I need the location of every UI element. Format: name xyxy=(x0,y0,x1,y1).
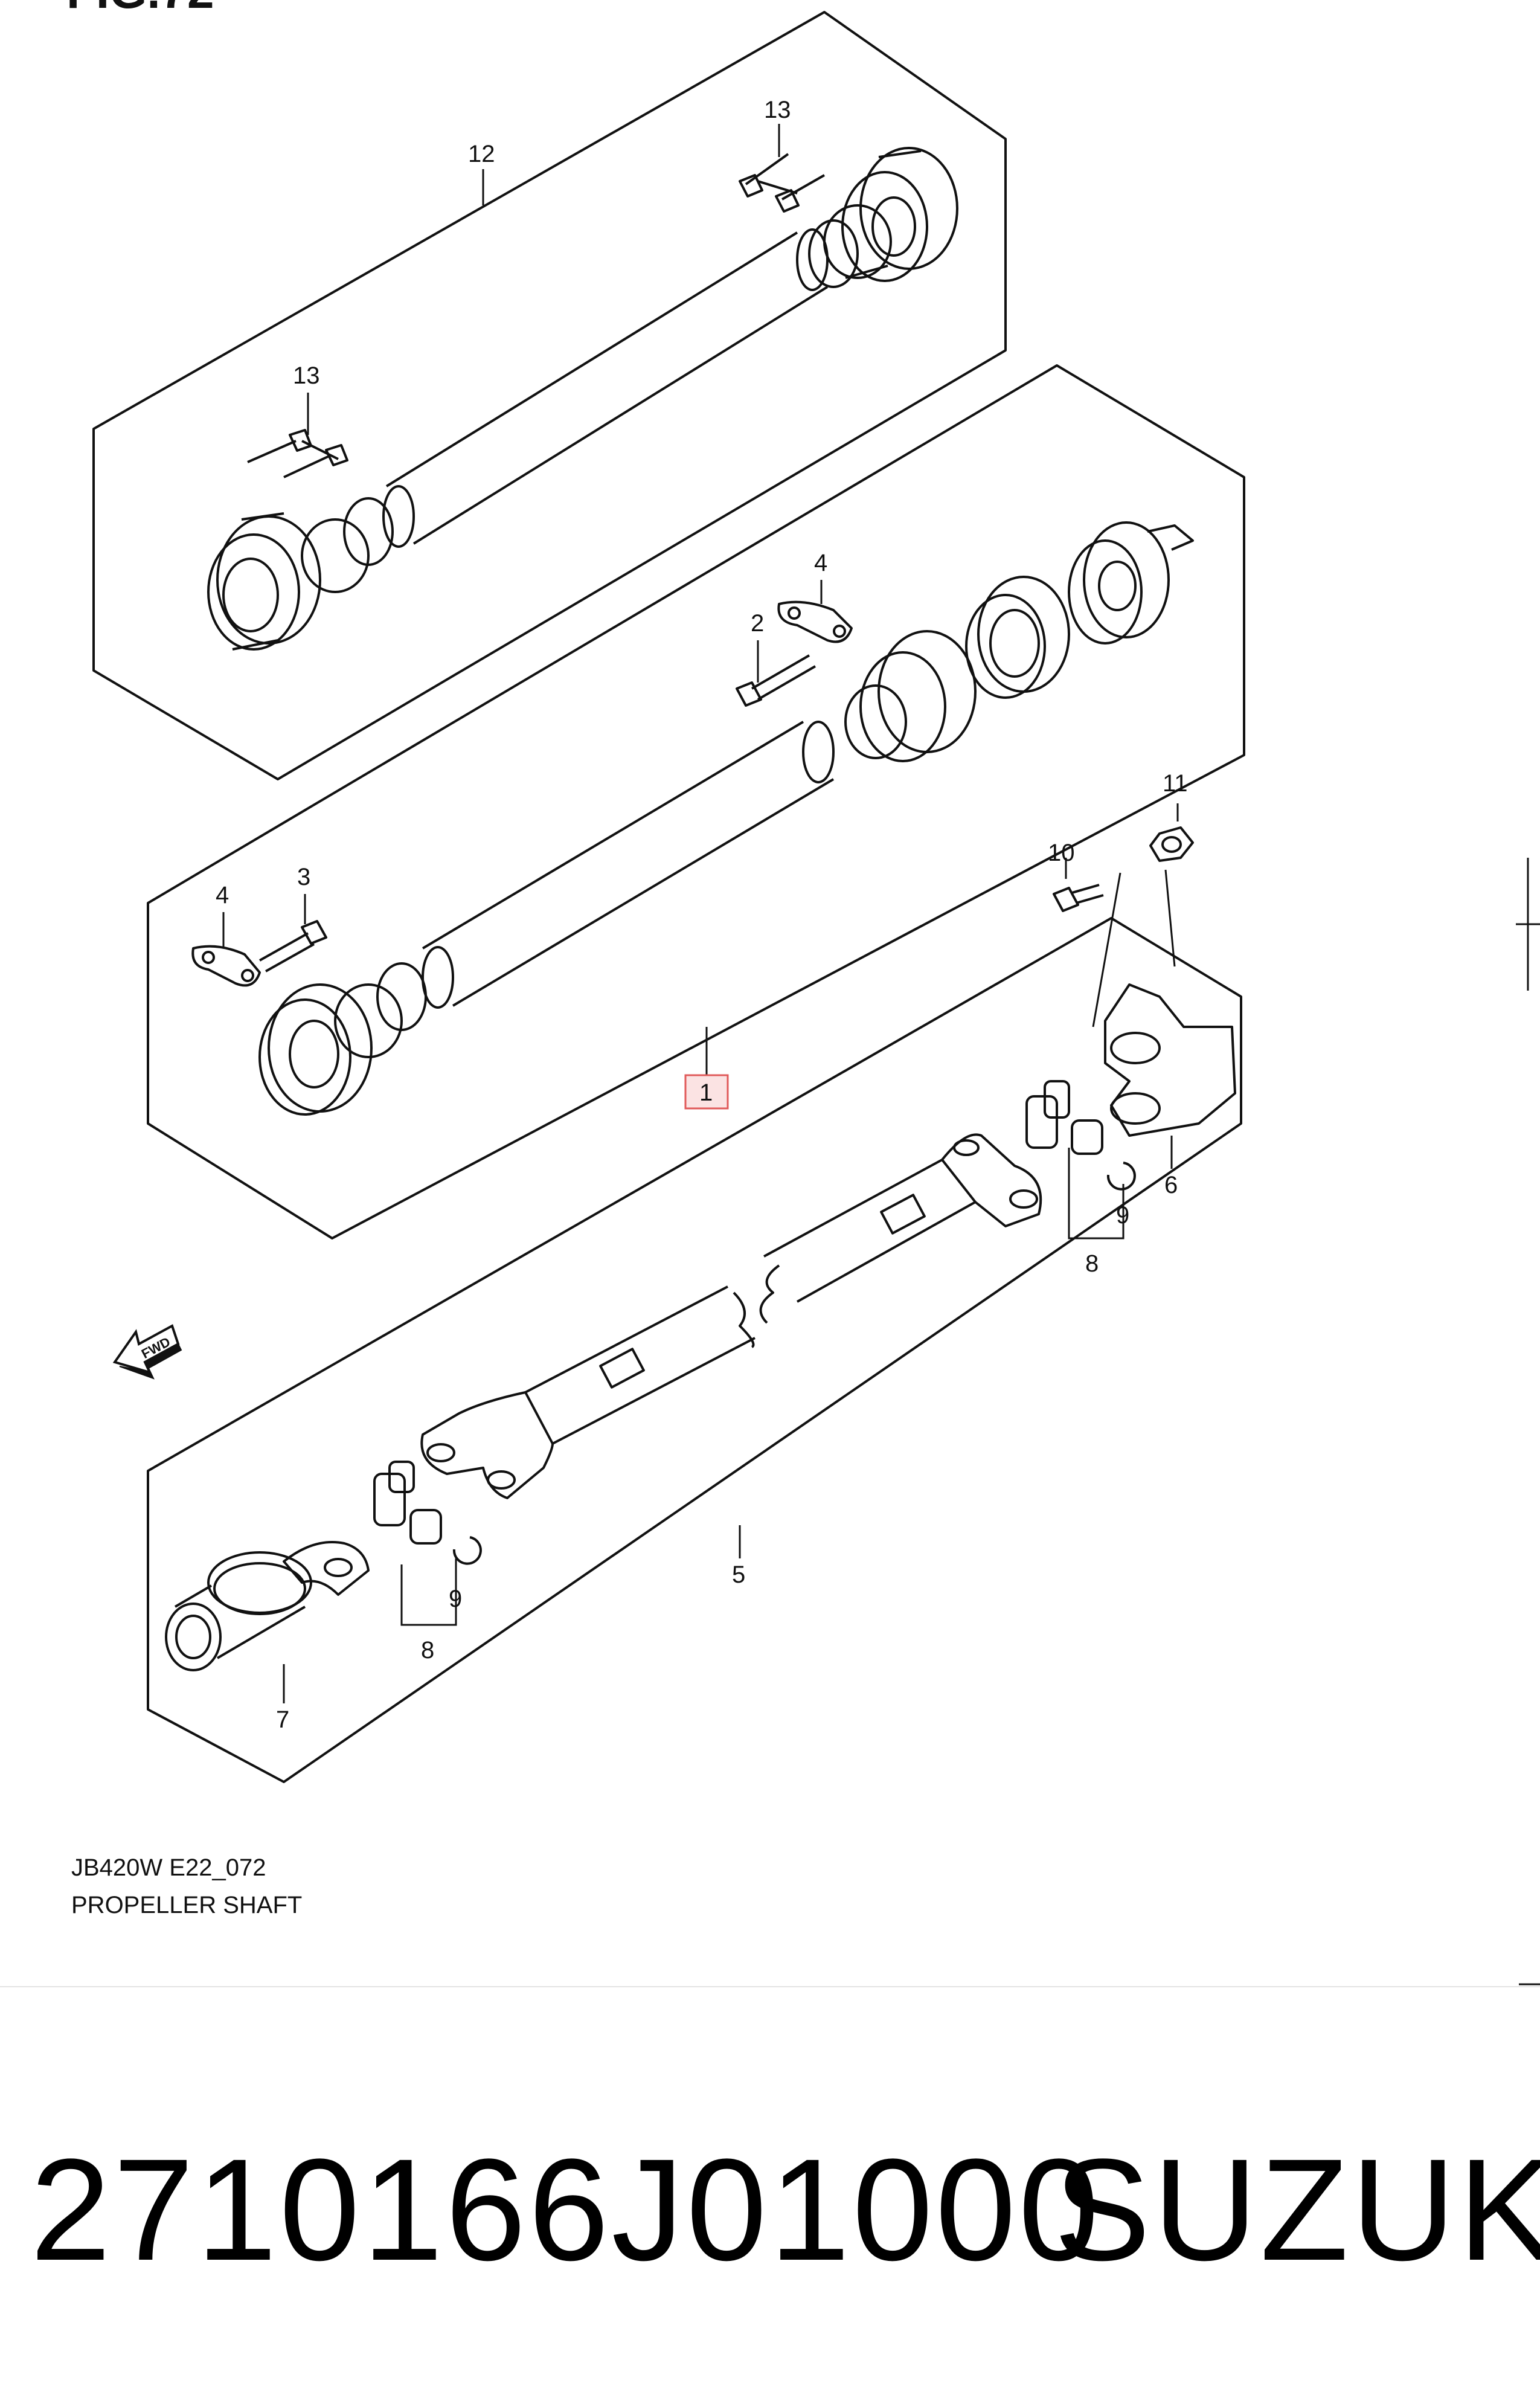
lock-plate-4-left xyxy=(191,945,261,987)
nut-11 xyxy=(1149,826,1194,862)
callout-7: 7 xyxy=(276,1706,289,1733)
callout-9-right: 9 xyxy=(1116,1202,1129,1229)
callout-11: 11 xyxy=(1163,770,1188,797)
brand-name: SUZUKI xyxy=(1054,2129,1540,2291)
callout-12: 12 xyxy=(468,141,495,167)
callout-2: 2 xyxy=(751,610,764,637)
part-number: 2710166J01000 xyxy=(30,2129,1102,2291)
bolt-3 xyxy=(259,920,327,973)
callout-1: 1 xyxy=(699,1079,713,1106)
fwd-arrow-icon: FWD xyxy=(112,1324,182,1380)
bolt-set-13-left xyxy=(247,429,348,478)
diagram-code: JB420W E22_072 xyxy=(71,1854,266,1881)
callout-5: 5 xyxy=(732,1561,745,1588)
panel-outline-1 xyxy=(147,364,1245,1239)
panel-outline-5 xyxy=(147,917,1242,1783)
bolt-set-13-top xyxy=(739,153,825,213)
shaft-12 xyxy=(207,147,958,651)
bolt-10 xyxy=(1053,884,1104,912)
shaft-1 xyxy=(258,521,1194,1116)
propeller-shaft-diagram: 12 13 13 1 2 4 3 4 5 6 7 8 8 9 9 10 11 F… xyxy=(92,11,1540,1985)
section-divider xyxy=(0,1986,1540,1987)
callout-9-left: 9 xyxy=(449,1586,462,1612)
figure-label: FIG.72 xyxy=(66,0,214,19)
callout-8-left: 8 xyxy=(421,1637,434,1664)
panel-outline-12 xyxy=(92,11,1007,780)
callout-13-left: 13 xyxy=(293,362,320,389)
bolt-2 xyxy=(736,654,817,707)
callout-13-top: 13 xyxy=(764,97,791,123)
callout-3: 3 xyxy=(297,864,310,890)
lock-plate-4-top xyxy=(777,600,853,643)
callout-8-right: 8 xyxy=(1085,1250,1099,1277)
callout-10: 10 xyxy=(1048,840,1075,866)
callout-6: 6 xyxy=(1164,1172,1178,1198)
callout-4-top: 4 xyxy=(814,550,827,576)
diagram-title: PROPELLER SHAFT xyxy=(71,1892,303,1918)
callout-4-left: 4 xyxy=(216,882,229,908)
callout-1-highlight xyxy=(684,1074,729,1110)
shaft-5 xyxy=(165,983,1236,1671)
